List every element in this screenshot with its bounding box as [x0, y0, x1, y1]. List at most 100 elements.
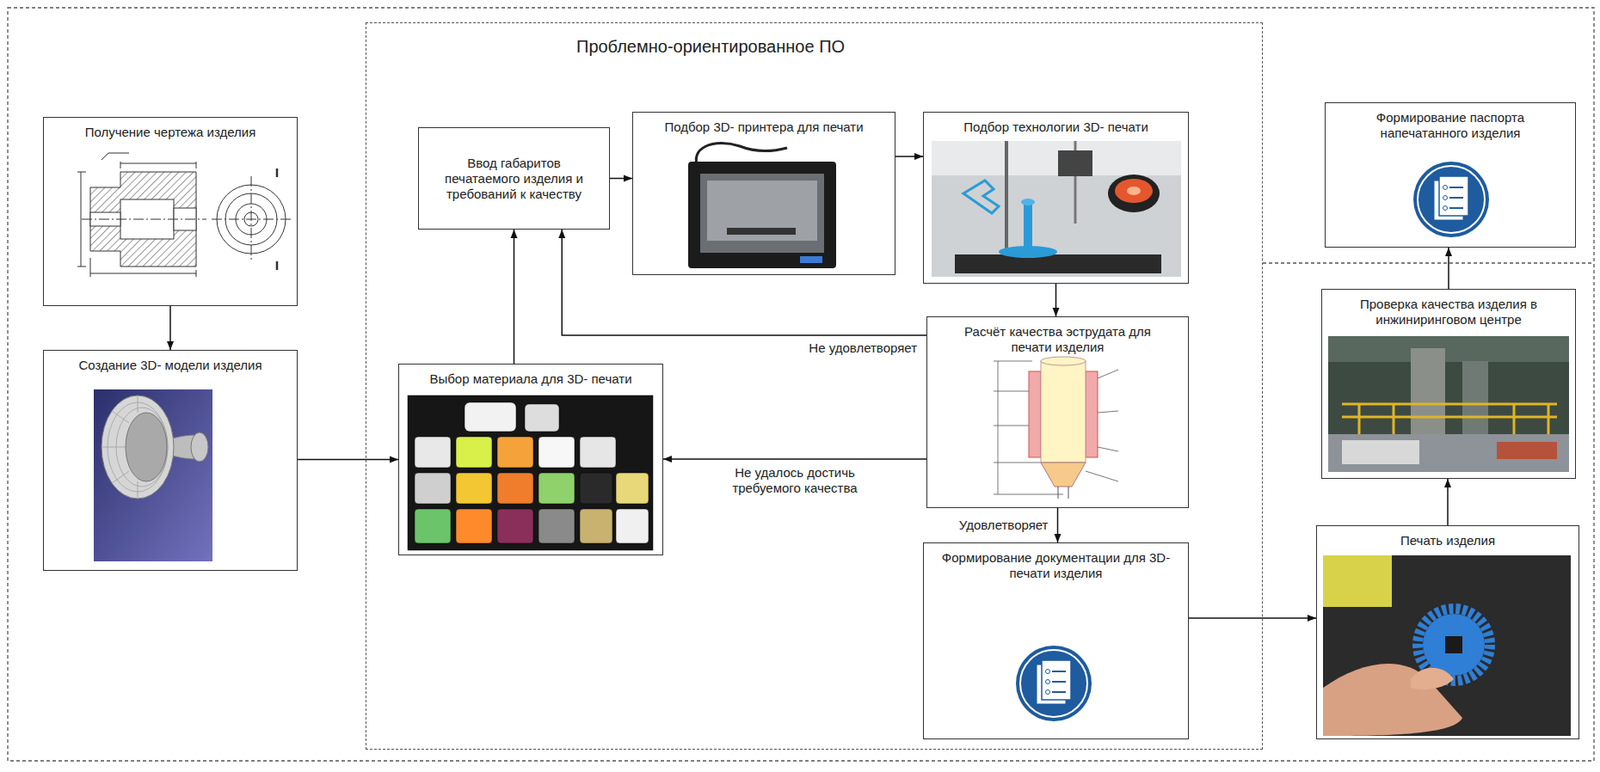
- engineering-center-photo: [1496, 442, 1557, 460]
- extruder-scheme: [1040, 356, 1086, 366]
- flow-arrow: [297, 459, 399, 462]
- flow-arrow: [513, 229, 516, 364]
- box-title: Подбор технологии 3D- печати: [941, 119, 1171, 136]
- engineering-center-photo: [1341, 440, 1420, 465]
- engineering-center-photo: [1328, 434, 1570, 473]
- filament-spools-photo: [538, 509, 575, 544]
- 3d-printer-photo: [726, 227, 796, 235]
- printing-technology-photo: [1058, 150, 1093, 177]
- 3d-model-render: [93, 389, 213, 562]
- box-title: Выбор материала для 3D- печати: [416, 371, 646, 388]
- flow-arrow: [1446, 479, 1449, 526]
- box-title: Подбор 3D- принтера для печати: [650, 119, 878, 136]
- printed-part-photo: [1323, 555, 1571, 737]
- flow-arrow: [169, 306, 172, 351]
- box-title: Расчёт качества эструдата для печати изд…: [944, 324, 1171, 356]
- engineering-center-photo: [1410, 348, 1446, 435]
- process-box: Подбор технологии 3D- печати: [923, 111, 1189, 284]
- document-icon: [1046, 680, 1051, 685]
- technical-drawing: [211, 219, 291, 221]
- 3d-printer-photo: [688, 161, 837, 269]
- filament-spools-photo: [414, 436, 451, 468]
- filament-spools-photo: [615, 509, 649, 544]
- process-box: Формирование документации для 3D-печати …: [923, 542, 1189, 740]
- printing-technology-photo: [963, 180, 999, 214]
- filament-spools-photo: [455, 473, 493, 505]
- flow-arrow: [1188, 617, 1317, 620]
- technical-drawing: [77, 153, 291, 277]
- filament-spools-photo: [524, 404, 560, 432]
- engineering-center-photo: [1328, 336, 1570, 473]
- printing-technology-photo: [1126, 186, 1141, 196]
- 3d-model-render: [190, 432, 209, 462]
- edge-label: Не удалось достичь требуемого качества: [710, 464, 880, 498]
- filament-spools-photo: [538, 473, 575, 505]
- technical-drawing: [120, 161, 197, 169]
- process-box: Формирование паспорта напечатанного изде…: [1324, 102, 1576, 248]
- passport-icon: [1443, 206, 1448, 211]
- document-icon: [1046, 670, 1051, 675]
- printing-technology-photo: [998, 246, 1058, 259]
- flow-arrow: [1447, 247, 1450, 290]
- box-title: Ввод габаритов печатаемого изделия и тре…: [436, 155, 592, 203]
- technical-drawing: [101, 153, 130, 160]
- printed-part-photo: [1323, 555, 1392, 608]
- filament-spools-photo: [414, 473, 451, 505]
- engineering-center-photo: [1462, 361, 1489, 435]
- printing-technology-photo: [1107, 174, 1160, 213]
- printing-technology-photo: [931, 141, 1182, 277]
- document-icon: [1020, 650, 1088, 718]
- process-box: Проверка качества изделия в инжинирингов…: [1321, 289, 1576, 480]
- flow-arrow: [663, 458, 927, 461]
- technical-drawing: [77, 172, 87, 267]
- process-box: Ввод габаритов печатаемого изделия и тре…: [418, 127, 610, 230]
- extruder-scheme: [1058, 486, 1069, 499]
- filament-spools-photo: [407, 395, 653, 551]
- 3d-printer-photo: [700, 173, 825, 253]
- edge-label: Удовлетворяет: [956, 516, 1052, 535]
- extruder-scheme: [1040, 361, 1086, 463]
- technical-drawing: [81, 219, 207, 221]
- printing-technology-photo: [1114, 178, 1153, 204]
- process-box: Получение чертежа изделия: [43, 116, 298, 307]
- technical-drawing: [90, 258, 197, 277]
- process-box: Расчёт качества эструдата для печати изд…: [926, 316, 1189, 509]
- filament-spools-photo: [455, 436, 493, 468]
- extruder-scheme: [1085, 371, 1098, 458]
- 3d-printer-photo: [688, 142, 837, 269]
- printing-technology-photo: [1023, 202, 1033, 253]
- flow-arrow: [1055, 283, 1058, 317]
- engineering-center-photo: [1328, 336, 1570, 363]
- document-icon: [1015, 646, 1092, 722]
- box-title: Создание 3D- модели изделия: [61, 357, 280, 374]
- printing-technology-photo: [1004, 141, 1009, 259]
- filament-spools-photo: [414, 509, 451, 544]
- 3d-model-render: [125, 412, 167, 482]
- filament-spools-photo: [497, 473, 534, 505]
- filament-spools-photo: [538, 436, 575, 468]
- passport-icon: [1417, 166, 1485, 234]
- filament-spools-photo: [579, 509, 613, 544]
- printed-part-photo: [1422, 614, 1485, 677]
- 3d-model-render: [101, 395, 138, 499]
- 3d-printer-photo: [707, 180, 818, 241]
- engineering-center-photo: [1341, 404, 1557, 435]
- outer-frame: [7, 7, 1594, 762]
- technical-drawing: [276, 168, 279, 271]
- filament-spools-photo: [464, 402, 517, 432]
- extruder-scheme: [993, 356, 1119, 499]
- passport-icon: [1449, 187, 1464, 209]
- filament-spools-photo: [455, 509, 493, 544]
- box-title: Формирование документации для 3D-печати …: [941, 550, 1171, 582]
- flow-arrow: [609, 178, 633, 180]
- flow-arrow: [561, 229, 927, 336]
- printing-technology-photo: [931, 141, 1182, 277]
- outer-frame: [7, 7, 1594, 762]
- passport-icon: [1443, 196, 1448, 201]
- passport-icon: [1413, 161, 1490, 238]
- extruder-scheme: [1040, 462, 1086, 487]
